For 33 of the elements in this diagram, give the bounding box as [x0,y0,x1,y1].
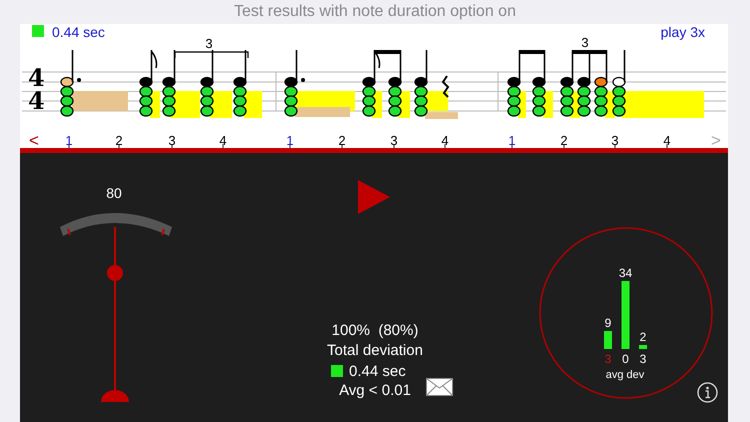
beat-number: 4 [663,134,671,147]
next-arrow: > [711,132,721,149]
beat-number: 3 [390,134,398,147]
category-label: 3 [640,352,646,366]
value-label: 2 [640,330,646,344]
category-label: 3 [604,352,612,366]
beat-number: 4 [219,134,227,147]
value-label: 9 [604,316,612,330]
time-value: 0.44 sec [52,25,105,39]
beat-number: 2 [115,134,123,147]
tuplet-number: 3 [579,36,591,49]
category-label: 0 [622,352,629,366]
beat-number: 1 [508,134,516,147]
play-link: play 3x [660,25,705,39]
beat-number: 2 [560,134,568,147]
beat-number: 1 [65,134,73,147]
score-text: 100% (80%) [332,323,418,338]
beat-number: 3 [611,134,619,147]
beat-number: 2 [338,134,346,147]
title: Test results with note duration option on [233,4,517,20]
previous-arrow: < [29,132,39,149]
tempo-value: 80 [106,186,122,200]
time-signature: 4 [28,66,45,90]
value-label: 34 [618,266,632,280]
beat-number: 1 [286,134,294,147]
beat-number: 4 [441,134,449,147]
tuplet-number: 3 [203,37,215,50]
beat-number: 3 [168,134,176,147]
axis-label: avg dev [606,369,644,381]
deviation-heading: Total deviation [327,343,423,358]
average-text: Avg < 0.01 [339,383,411,398]
deviation-value: 0.44 sec [349,364,406,379]
time-signature: 4 [28,89,45,113]
